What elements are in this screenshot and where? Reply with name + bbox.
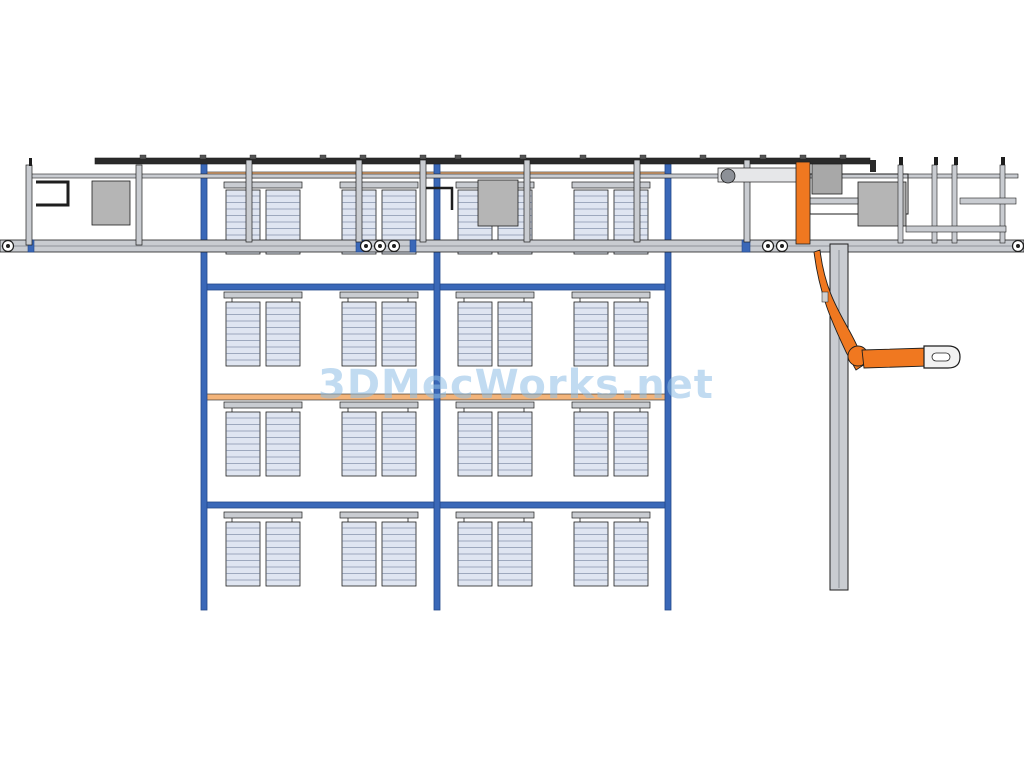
rail-carriage	[409, 239, 417, 253]
tray-stack	[341, 411, 377, 477]
tray-hanger-icon	[571, 401, 651, 409]
mast-carriage	[811, 163, 843, 195]
gantry-frame-post	[523, 159, 531, 243]
control-panel	[91, 180, 131, 226]
tray-stack	[341, 521, 377, 587]
robot-forearm	[861, 347, 931, 369]
gantry-frame-post	[419, 159, 427, 243]
top-track	[94, 157, 871, 165]
tray-hanger-icon	[571, 511, 651, 519]
track-bolt	[799, 154, 807, 160]
robot-base	[795, 161, 811, 245]
tray-hanger-icon	[571, 291, 651, 299]
tray-stack	[573, 521, 609, 587]
tray-stack	[613, 411, 649, 477]
end-frame-post	[25, 164, 33, 246]
tray-stack	[457, 521, 493, 587]
rack-post	[433, 163, 441, 611]
tray-hanger-icon	[339, 181, 419, 189]
tray-hanger-icon	[455, 291, 535, 299]
tray-hanger-icon	[223, 291, 303, 299]
roller-wheel-hub	[1016, 244, 1020, 248]
track-bolt	[699, 154, 707, 160]
tray-stack	[573, 301, 609, 367]
tray-hanger-icon	[571, 181, 651, 189]
tray-hanger-icon	[455, 401, 535, 409]
tray-hanger-icon	[455, 511, 535, 519]
post-cap-stem	[1001, 157, 1005, 165]
roller-wheel-hub	[6, 244, 10, 248]
tray-stack	[265, 521, 301, 587]
frame-bracket	[426, 186, 454, 210]
tray-stack	[457, 411, 493, 477]
gantry-frame-post	[633, 159, 641, 243]
tray-stack	[497, 411, 533, 477]
tray-stack	[225, 411, 261, 477]
track-bolt	[639, 154, 647, 160]
robot-arm	[795, 161, 961, 591]
track-bolt	[454, 154, 462, 160]
track-bolt	[839, 154, 847, 160]
rack-post	[200, 163, 208, 611]
track-bolt	[759, 154, 767, 160]
post-cap-stem	[954, 157, 958, 165]
roller-wheel-hub	[780, 244, 784, 248]
track-bolt	[199, 154, 207, 160]
overhead-gantry	[0, 154, 1024, 253]
tray-hanger-icon	[223, 511, 303, 519]
track-bolt	[579, 154, 587, 160]
drive-motor	[720, 168, 736, 184]
track-end-stop	[870, 160, 876, 172]
tray-hanger-icon	[223, 181, 303, 189]
roller-wheel-hub	[364, 244, 368, 248]
tray-hanger-icon	[339, 291, 419, 299]
tray-stack	[381, 301, 417, 367]
track-bolt	[139, 154, 147, 160]
track-bolt	[319, 154, 327, 160]
post-cap-stem	[934, 157, 938, 165]
tray-stack	[457, 301, 493, 367]
post-cap-stem	[899, 157, 903, 165]
end-frame-bracket	[36, 180, 70, 207]
tray-stack	[497, 521, 533, 587]
gantry-frame-post	[355, 159, 363, 243]
tray-hanger-icon	[339, 511, 419, 519]
tray-stack	[613, 521, 649, 587]
tray-stack	[497, 301, 533, 367]
right-frame-post	[897, 164, 904, 244]
post-cap-stem	[29, 158, 32, 166]
tray-hanger-icon	[223, 401, 303, 409]
end-frame-post	[135, 164, 143, 246]
tray-stacks	[223, 181, 651, 587]
tray-stack	[613, 301, 649, 367]
roller-wheel-hub	[378, 244, 382, 248]
tray-stack	[573, 411, 609, 477]
right-frame-rail	[809, 197, 859, 205]
tray-hanger-icon	[339, 401, 419, 409]
upper-rail	[27, 173, 1019, 179]
tray-stack	[265, 411, 301, 477]
roller-wheel-hub	[392, 244, 396, 248]
tray-stack	[341, 301, 377, 367]
control-panel	[477, 179, 519, 227]
tray-stack	[265, 301, 301, 367]
tray-stack	[225, 521, 261, 587]
track-bolt	[419, 154, 427, 160]
tray-stack	[381, 411, 417, 477]
gantry-frame-post	[743, 159, 751, 243]
track-bolt	[519, 154, 527, 160]
rack-post	[664, 163, 672, 611]
tray-stack	[225, 301, 261, 367]
tray-stack	[381, 521, 417, 587]
gripper-slot	[931, 352, 951, 362]
track-bolt	[359, 154, 367, 160]
right-frame-rail	[959, 197, 1017, 205]
right-frame-rail	[905, 225, 1007, 233]
cable-clip	[821, 291, 829, 303]
gantry-frame-post	[245, 159, 253, 243]
track-bolt	[249, 154, 257, 160]
roller-wheel-hub	[766, 244, 770, 248]
